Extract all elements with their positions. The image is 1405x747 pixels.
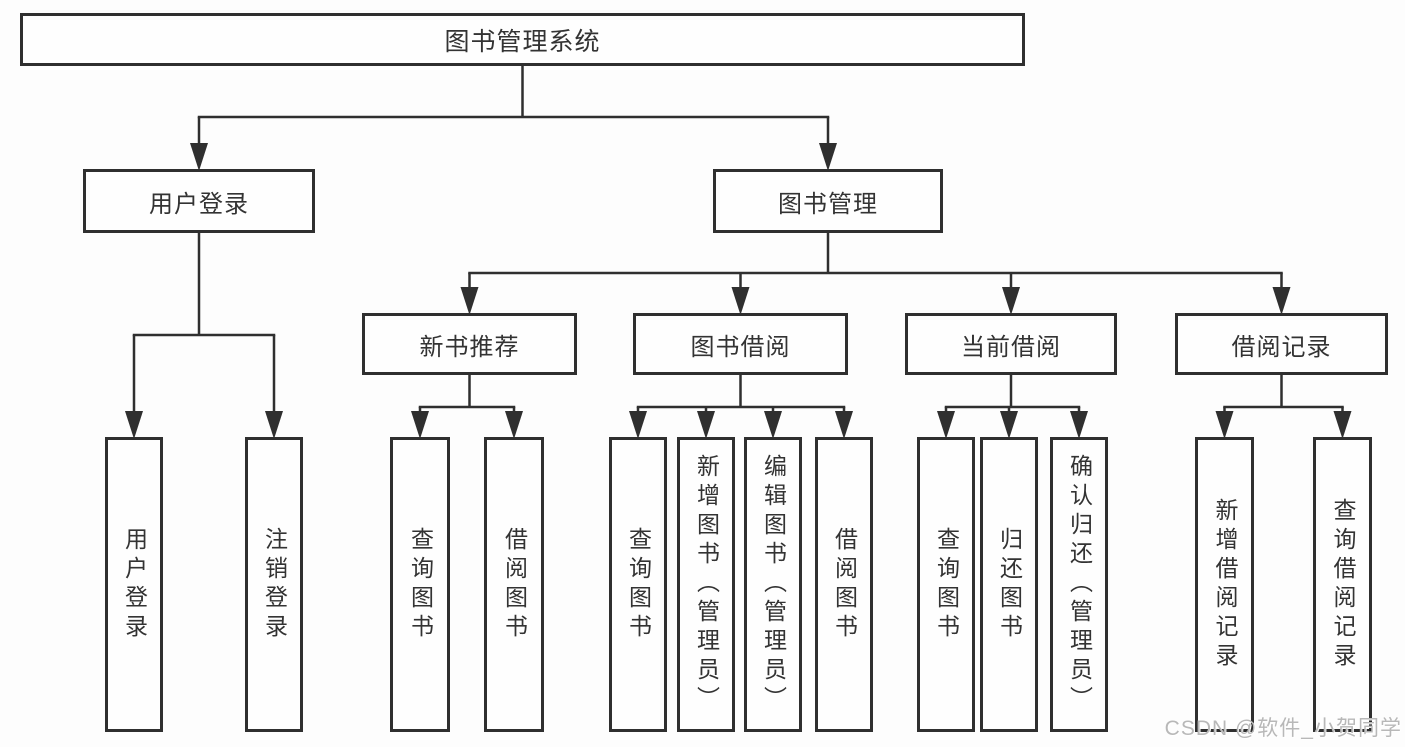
node-new-book-rec: 新书推荐 — [362, 313, 577, 375]
edge-drop-leaf-query-record-arrowhead — [1333, 411, 1352, 439]
node-label-leaf-return-book: 归还图书 — [996, 526, 1023, 643]
node-label-borrow-records: 借阅记录 — [1231, 333, 1332, 361]
node-label-leaf-borrow-book-1: 借阅图书 — [501, 526, 528, 643]
node-leaf-query-book-1: 查询图书 — [390, 437, 450, 732]
node-label-book-borrow: 图书借阅 — [690, 333, 791, 361]
edge-drop-leaf-logout-arrowhead — [265, 411, 283, 439]
edge-drop-leaf-query-book-3-arrowhead — [937, 411, 955, 439]
edge-drop-borrow-records-arrowhead — [1272, 287, 1291, 315]
edge-drop-leaf-add-book-arrowhead — [697, 411, 715, 439]
node-leaf-add-record: 新增借阅记录 — [1195, 437, 1254, 732]
edge-drop-leaf-user-login-arrowhead — [125, 411, 143, 439]
node-label-user-login: 用户登录 — [149, 190, 249, 218]
edge-drop-user-login-arrowhead — [190, 143, 208, 171]
edge-drop-leaf-query-book-2-arrowhead — [629, 411, 647, 439]
node-label-leaf-logout: 注销登录 — [261, 526, 288, 643]
node-label-leaf-add-book: 新增图书（管理员） — [693, 454, 720, 715]
node-borrow-records: 借阅记录 — [1175, 313, 1388, 375]
node-book-mgmt: 图书管理 — [713, 169, 943, 233]
node-current-borrow: 当前借阅 — [905, 313, 1117, 375]
node-label-leaf-confirm-return: 确认归还（管理员） — [1066, 454, 1093, 715]
node-leaf-user-login: 用户登录 — [105, 437, 163, 732]
edge-drop-leaf-borrow-book-2-arrowhead — [835, 411, 853, 439]
edge-drop-leaf-edit-book-arrowhead — [764, 411, 782, 439]
edge-drop-leaf-return-book-arrowhead — [1000, 411, 1018, 439]
node-label-leaf-query-book-2: 查询图书 — [625, 526, 652, 643]
node-leaf-edit-book: 编辑图书（管理员） — [744, 437, 802, 732]
node-leaf-query-book-3: 查询图书 — [917, 437, 975, 732]
edge-drop-leaf-query-book-1-arrowhead — [411, 411, 429, 439]
node-leaf-return-book: 归还图书 — [980, 437, 1038, 732]
node-label-leaf-query-book-1: 查询图书 — [407, 526, 434, 643]
node-leaf-logout: 注销登录 — [245, 437, 303, 732]
node-root: 图书管理系统 — [20, 13, 1025, 66]
node-label-leaf-borrow-book-2: 借阅图书 — [831, 526, 858, 643]
node-label-current-borrow: 当前借阅 — [961, 333, 1061, 361]
node-leaf-query-book-2: 查询图书 — [609, 437, 667, 732]
node-leaf-add-book: 新增图书（管理员） — [677, 437, 735, 732]
node-user-login: 用户登录 — [83, 169, 315, 233]
node-label-book-mgmt: 图书管理 — [778, 190, 878, 218]
edge-drop-current-borrow-arrowhead — [1002, 287, 1020, 315]
node-leaf-borrow-book-2: 借阅图书 — [815, 437, 873, 732]
node-leaf-confirm-return: 确认归还（管理员） — [1050, 437, 1108, 732]
node-label-new-book-rec: 新书推荐 — [419, 333, 520, 361]
node-leaf-borrow-book-1: 借阅图书 — [484, 437, 544, 732]
node-label-leaf-query-record: 查询借阅记录 — [1330, 497, 1356, 672]
edge-drop-book-borrow-arrowhead — [731, 287, 750, 315]
edge-drop-leaf-borrow-book-1-arrowhead — [505, 411, 523, 439]
node-label-leaf-query-book-3: 查询图书 — [933, 526, 960, 643]
edge-drop-leaf-confirm-return-arrowhead — [1070, 411, 1088, 439]
edge-drop-book-mgmt-arrowhead — [819, 143, 837, 171]
node-book-borrow: 图书借阅 — [633, 313, 848, 375]
node-label-leaf-user-login: 用户登录 — [121, 526, 148, 643]
node-label-leaf-edit-book: 编辑图书（管理员） — [760, 454, 787, 715]
node-label-root: 图书管理系统 — [444, 27, 601, 56]
edge-drop-new-book-rec-arrowhead — [460, 287, 479, 315]
edge-drop-leaf-add-record-arrowhead — [1215, 411, 1234, 439]
node-leaf-query-record: 查询借阅记录 — [1313, 437, 1372, 732]
node-label-leaf-add-record: 新增借阅记录 — [1212, 497, 1238, 672]
